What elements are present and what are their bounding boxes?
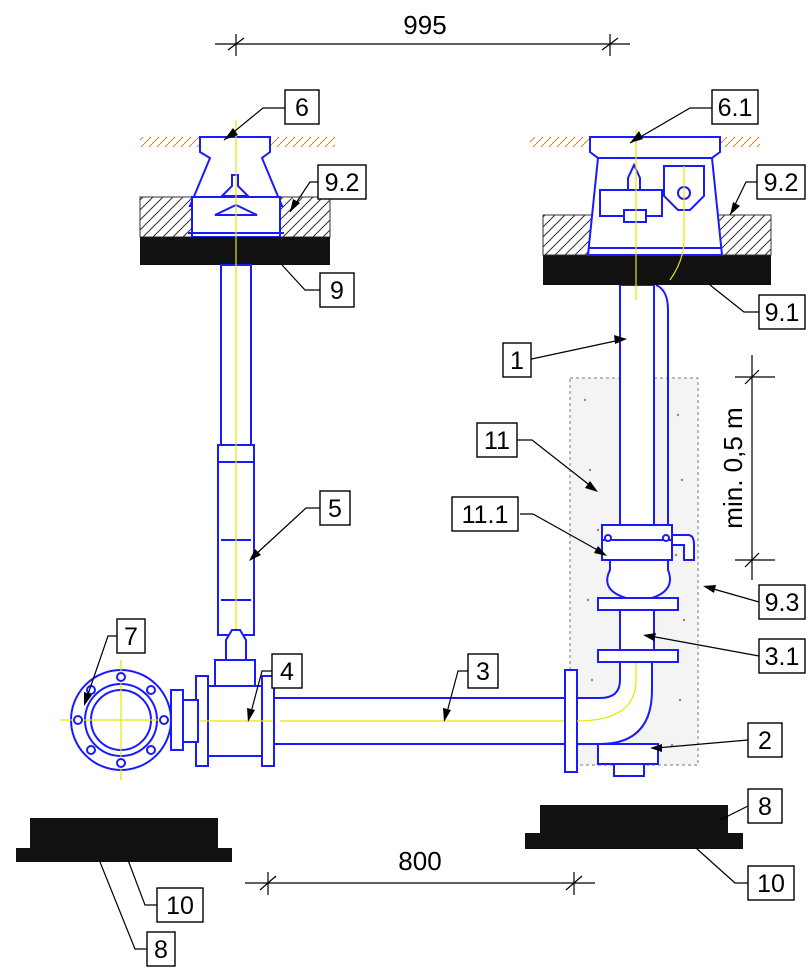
hydrant-riser: [619, 284, 669, 526]
base-slab-right: [525, 833, 743, 849]
dimension-top: 995: [215, 10, 630, 56]
dimension-top-value: 995: [403, 10, 446, 40]
foundation-left: [140, 237, 330, 265]
svg-text:11.1: 11.1: [462, 501, 509, 529]
svg-text:8: 8: [154, 936, 168, 964]
label-1: 1: [502, 342, 532, 378]
label-6: 6: [284, 89, 320, 125]
svg-text:7: 7: [124, 623, 138, 651]
label-5: 5: [319, 490, 351, 526]
svg-text:9.1: 9.1: [765, 299, 800, 327]
svg-text:2: 2: [758, 727, 772, 755]
svg-text:8: 8: [758, 793, 772, 821]
riser-pipe: [619, 607, 655, 651]
support-block-right: [540, 805, 728, 833]
svg-text:3: 3: [476, 658, 490, 686]
svg-text:4: 4: [280, 658, 294, 686]
label-9: 9: [319, 272, 355, 308]
dimension-bottom: 800: [245, 846, 595, 895]
svg-text:9: 9: [330, 277, 344, 305]
label-9-2-left: 9.2: [317, 164, 367, 200]
svg-text:5: 5: [328, 495, 342, 523]
label-9-1: 9.1: [758, 294, 806, 330]
dimension-bottom-value: 800: [398, 846, 441, 876]
flange-end: [60, 660, 184, 780]
svg-text:9.2: 9.2: [325, 169, 360, 197]
svg-text:6.1: 6.1: [718, 94, 753, 122]
label-4: 4: [271, 653, 303, 689]
foundation-right: [543, 255, 771, 285]
svg-text:3.1: 3.1: [765, 643, 800, 671]
label-7: 7: [116, 618, 146, 654]
label-2: 2: [747, 722, 783, 758]
street-cap-right: [586, 130, 724, 300]
dimension-right: min. 0,5 m: [718, 355, 775, 580]
pipe-stub-left: [182, 699, 199, 743]
svg-text:1: 1: [510, 347, 524, 375]
horizontal-pipe: [273, 669, 620, 773]
label-8-left: 8: [146, 931, 176, 967]
extension-spindle: [217, 120, 255, 710]
svg-text:9.3: 9.3: [765, 589, 800, 617]
label-11-1: 11.1: [451, 496, 519, 532]
label-9-3: 9.3: [758, 584, 806, 620]
svg-text:6: 6: [295, 94, 309, 122]
base-slab-left: [16, 848, 232, 862]
hydrant-body: [601, 524, 695, 599]
label-6-1: 6.1: [711, 89, 759, 125]
label-3-1: 3.1: [758, 638, 806, 674]
duckfoot-bend: [576, 300, 679, 777]
support-block-left: [30, 818, 218, 848]
label-8-right: 8: [747, 788, 783, 824]
label-10-right: 10: [747, 865, 795, 901]
riser-flange-top: [597, 597, 679, 611]
svg-text:10: 10: [166, 892, 194, 920]
svg-text:10: 10: [757, 870, 785, 898]
label-9-2-right: 9.2: [756, 164, 806, 200]
svg-text:9.2: 9.2: [764, 169, 799, 197]
dimension-right-value: min. 0,5 m: [718, 407, 748, 528]
label-3: 3: [467, 653, 499, 689]
label-10-left: 10: [156, 887, 204, 923]
leaders: [84, 107, 760, 950]
label-11: 11: [476, 422, 518, 458]
svg-text:11: 11: [484, 427, 510, 455]
